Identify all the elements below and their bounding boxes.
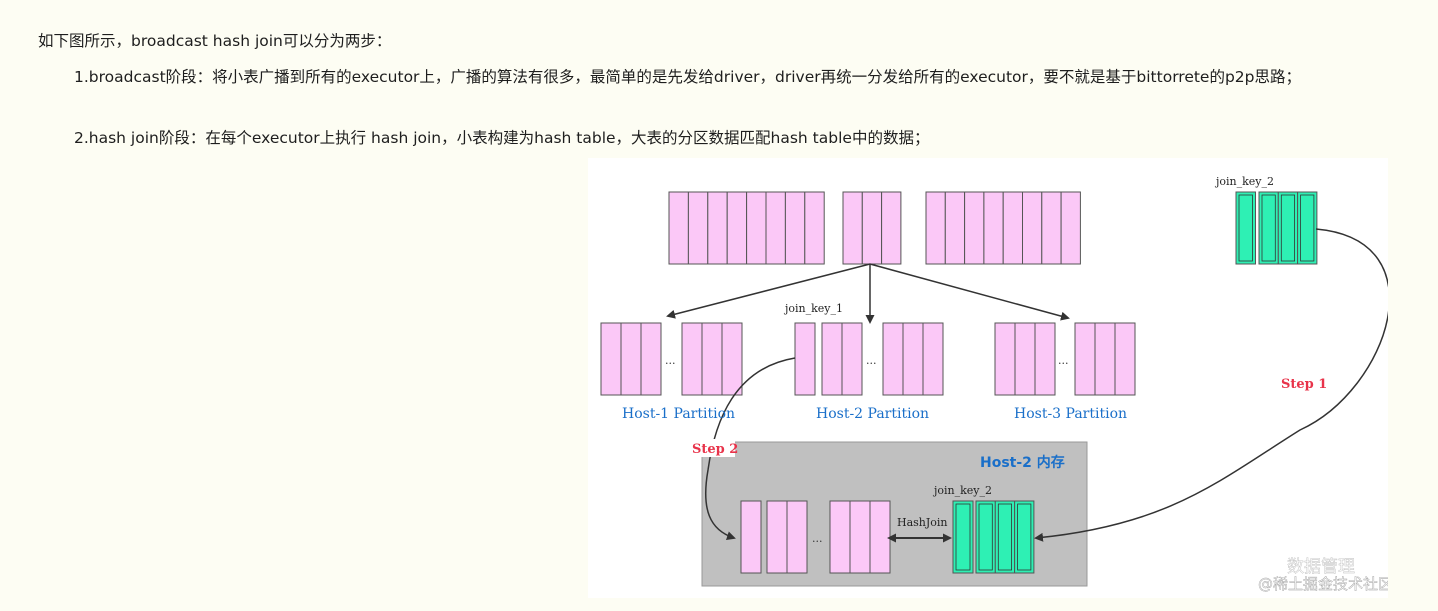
memory-title: Host-2 内存 bbox=[980, 454, 1065, 471]
mem-hash-b-cell bbox=[1014, 500, 1035, 574]
host1-part-a-cell bbox=[600, 322, 622, 396]
big-table-a-cell bbox=[707, 191, 728, 265]
step2-label: Step 2 bbox=[692, 442, 738, 457]
mem-hash-b-cell-inner bbox=[1017, 503, 1032, 571]
host2-partition-label: Host-2 Partition bbox=[816, 406, 929, 422]
big-table-c-cell bbox=[925, 191, 946, 265]
host3-part-a-cell bbox=[994, 322, 1016, 396]
small-table-top-b-cell bbox=[1297, 191, 1318, 265]
arrow-to-host1 bbox=[666, 263, 871, 319]
watermark-line-1: 数据管理 bbox=[1287, 557, 1355, 577]
host3-part-a-cell bbox=[1014, 322, 1036, 396]
small-table-top-b-cell-inner bbox=[1300, 194, 1315, 262]
host1-part-a-cell bbox=[640, 322, 662, 396]
big-table-a-cell bbox=[746, 191, 767, 265]
intro-paragraph: 如下图所示，broadcast hash join可以分为两步： bbox=[38, 32, 392, 50]
big-table-b-cell bbox=[842, 191, 863, 265]
host3-part-b-cell bbox=[1094, 322, 1116, 396]
host2-part-a-cell bbox=[841, 322, 863, 396]
hash-join-step-paragraph: 2.hash join阶段：在每个executor上执行 hash join，小… bbox=[74, 129, 930, 147]
host3-part-a-cell bbox=[1034, 322, 1056, 396]
small-table-top-b-cell-inner bbox=[1261, 194, 1276, 262]
join-key-2-top-label: join_key_2 bbox=[1214, 175, 1274, 188]
host3-partition-label: Host-3 Partition bbox=[1014, 406, 1127, 422]
step2-arrow bbox=[704, 357, 796, 541]
small-table-top-cell-inner bbox=[1238, 194, 1253, 262]
small-table-top-cell bbox=[1235, 191, 1256, 265]
mem-part-b-cell bbox=[849, 500, 871, 574]
host1-part-a-cell bbox=[620, 322, 642, 396]
host2-key-cell bbox=[794, 322, 816, 396]
mem-part-a-cell bbox=[766, 500, 788, 574]
host2-part-b-cell bbox=[882, 322, 904, 396]
big-table-c-cell bbox=[983, 191, 1004, 265]
hashjoin-label: HashJoin bbox=[897, 516, 948, 529]
big-table-c-cell bbox=[1002, 191, 1024, 265]
big-table-a-cell bbox=[668, 191, 689, 265]
big-table-a-cell bbox=[784, 191, 806, 265]
host1-part-b-cell bbox=[721, 322, 743, 396]
big-table-a-cell bbox=[687, 191, 709, 265]
host1-part-b-cell bbox=[701, 322, 723, 396]
step1-arrow bbox=[1034, 228, 1388, 542]
step2-label-bg bbox=[689, 439, 735, 457]
big-table-a-cell bbox=[765, 191, 786, 265]
host3-part-b-cell bbox=[1074, 322, 1096, 396]
host2-part-b-cell bbox=[922, 322, 944, 396]
big-table-b-cell bbox=[861, 191, 883, 265]
host1-partition-label: Host-1 Partition bbox=[622, 406, 735, 422]
host2-part-a-cell bbox=[821, 322, 843, 396]
big-table-c-cell bbox=[964, 191, 985, 265]
step1-label: Step 1 bbox=[1281, 377, 1327, 392]
ellipsis-host3: ... bbox=[1058, 354, 1069, 367]
mem-hash-a-cell-inner bbox=[955, 503, 971, 571]
ellipsis-memory: ... bbox=[812, 532, 823, 545]
big-table-b-cell bbox=[881, 191, 902, 265]
mem-key-cell bbox=[740, 500, 762, 574]
host3-part-b-cell bbox=[1114, 322, 1136, 396]
big-table-c-cell bbox=[944, 191, 966, 265]
join-key-2-memory-label: join_key_2 bbox=[932, 484, 992, 497]
join-key-1-label: join_key_1 bbox=[783, 302, 843, 315]
watermark-line-2: @稀土掘金技术社区 bbox=[1258, 575, 1388, 593]
host2-part-b-cell bbox=[902, 322, 924, 396]
broadcast-hash-join-diagram: join_key_2 join_key_1 join_key_2 ... ...… bbox=[588, 158, 1388, 598]
step1-label-bg bbox=[1278, 373, 1326, 391]
mem-part-a-cell bbox=[786, 500, 808, 574]
ellipsis-host1: ... bbox=[665, 354, 676, 367]
big-table-c-cell bbox=[1022, 191, 1043, 265]
big-table-a-cell bbox=[726, 191, 748, 265]
broadcast-step-paragraph: 1.broadcast阶段：将小表广播到所有的executor上，广播的算法有很… bbox=[74, 68, 1302, 86]
mem-hash-b-cell-inner bbox=[997, 503, 1012, 571]
mem-part-b-cell bbox=[869, 500, 891, 574]
host1-part-b-cell bbox=[681, 322, 703, 396]
mem-hash-a-cell bbox=[952, 500, 974, 574]
mem-part-b-cell bbox=[829, 500, 851, 574]
ellipsis-host2: ... bbox=[866, 354, 877, 367]
big-table-a-cell bbox=[804, 191, 825, 265]
arrow-to-host3 bbox=[869, 263, 1070, 321]
big-table-c-cell bbox=[1041, 191, 1062, 265]
big-table-c-cell bbox=[1060, 191, 1081, 265]
mem-hash-b-cell-inner bbox=[978, 503, 993, 571]
small-table-top-b-cell-inner bbox=[1280, 194, 1296, 262]
